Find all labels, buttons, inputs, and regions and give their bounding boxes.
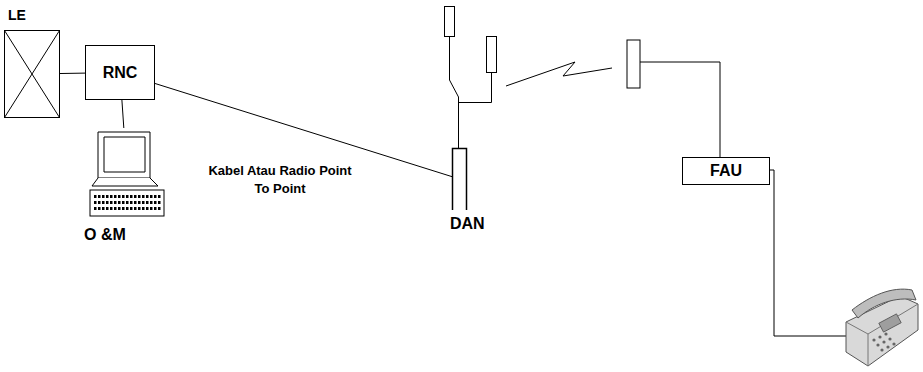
equipment-box: RNC <box>85 45 155 100</box>
node-label: RNC <box>103 64 138 82</box>
connector-line <box>60 73 85 74</box>
node-label: O &M <box>84 226 126 244</box>
node-label: DAN <box>450 215 485 233</box>
connector-label: Kabel Atau Radio Point To Point <box>200 162 360 197</box>
radio-link <box>506 62 612 86</box>
mast-area <box>452 148 467 210</box>
antenna-feed <box>640 62 720 157</box>
connector-line <box>122 100 124 128</box>
computer-terminal: O &M <box>82 122 172 248</box>
exchange-box: LE <box>4 4 62 120</box>
phone-wire <box>770 170 848 336</box>
antenna-mast: DAN <box>436 2 508 236</box>
telephone <box>846 289 918 366</box>
equipment-box: FAU <box>682 157 770 185</box>
antenna-symbol <box>436 2 508 212</box>
node-label: LE <box>8 8 26 23</box>
computer-symbol <box>88 128 166 220</box>
exchange-symbol <box>4 30 60 118</box>
antenna <box>627 40 640 88</box>
node-label: FAU <box>710 162 742 180</box>
